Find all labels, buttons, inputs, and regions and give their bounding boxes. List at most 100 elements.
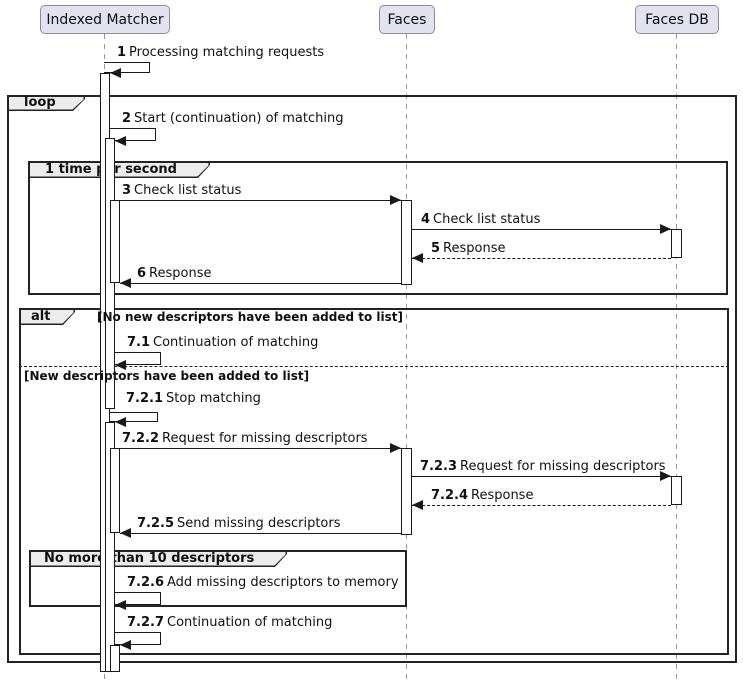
fragment-label-loop-text: loop xyxy=(24,95,56,110)
message-7-2-2-text: Request for missing descriptors xyxy=(162,431,368,446)
fragment-label-alt-text: alt xyxy=(31,309,51,324)
lifeline-faces-db xyxy=(676,34,677,681)
message-7-2-1-number: 7.2.1 xyxy=(126,391,164,406)
message-6-line xyxy=(120,283,401,284)
participant-box-faces: Faces xyxy=(379,5,435,34)
message-7-2-1-self-arrow xyxy=(110,412,158,422)
message-7-2-5-line xyxy=(120,533,401,534)
fragment-label-limit-text: No more than 10 descriptors xyxy=(44,551,255,566)
message-7-2-1-text: Stop matching xyxy=(166,391,261,406)
message-7-2-7-text: Continuation of matching xyxy=(167,615,333,630)
message-2-text: Start (continuation) of matching xyxy=(134,111,344,126)
message-7-2-5-number: 7.2.5 xyxy=(137,516,175,531)
message-3-line xyxy=(115,200,401,201)
message-3-number: 3 xyxy=(122,183,132,198)
message-7-2-3-line xyxy=(412,476,671,477)
message-1-self-arrow xyxy=(104,62,150,73)
message-7-2-4-arrowhead xyxy=(412,500,423,510)
message-7-2-6-arrowhead xyxy=(115,600,126,610)
message-7-2-6-number: 7.2.6 xyxy=(127,575,165,590)
fragment-label-alt: alt xyxy=(19,308,75,325)
message-7-2-3-text: Request for missing descriptors xyxy=(460,459,666,474)
message-7-1-self-arrow xyxy=(115,352,161,365)
message-2-number: 2 xyxy=(122,111,132,126)
activation-faces-1 xyxy=(401,200,412,285)
message-7-1-number: 7.1 xyxy=(127,335,151,350)
message-5-text: Response xyxy=(443,241,506,256)
activation-indexed-matcher-3 xyxy=(110,200,120,283)
participant-box-faces-db: Faces DB xyxy=(635,5,719,34)
fragment-label-limit-fill xyxy=(31,552,286,566)
message-4-line xyxy=(412,229,671,230)
fragment-label-no-more-than-10: No more than 10 descriptors xyxy=(29,550,287,567)
message-6-text: Response xyxy=(149,266,212,281)
message-7-2-6-text: Add missing descriptors to memory xyxy=(167,575,399,590)
message-7-2-4-text: Response xyxy=(471,488,534,503)
fragment-label-alt-fill xyxy=(21,310,74,324)
message-1-text: Processing matching requests xyxy=(129,45,325,60)
message-1-arrowhead xyxy=(110,68,121,78)
message-7-2-2-number: 7.2.2 xyxy=(122,431,160,446)
participant-label-faces-db: Faces DB xyxy=(645,11,709,28)
message-7-2-3-number: 7.2.3 xyxy=(420,459,458,474)
activation-faces-db-2 xyxy=(671,476,682,505)
activation-faces-2 xyxy=(401,448,412,535)
message-1-number: 1 xyxy=(117,45,127,60)
message-7-2-2-arrowhead xyxy=(390,443,401,453)
alt-divider xyxy=(19,366,729,367)
message-7-1-text: Continuation of matching xyxy=(153,335,319,350)
fragment-1-time-per-second xyxy=(28,161,728,295)
activation-faces-db-1 xyxy=(671,229,682,258)
message-4-text: Check list status xyxy=(433,212,541,227)
participant-box-indexed-matcher: Indexed Matcher xyxy=(40,5,170,34)
message-5-number: 5 xyxy=(431,241,441,256)
message-7-2-1-arrowhead xyxy=(115,417,126,427)
fragment-label-timer-fill xyxy=(30,163,209,177)
fragment-loop xyxy=(7,95,737,663)
message-5-arrowhead xyxy=(412,253,423,263)
message-2-arrowhead xyxy=(115,136,126,146)
message-3-text: Check list status xyxy=(134,183,242,198)
message-4-number: 4 xyxy=(421,212,431,227)
message-2-self-arrow xyxy=(110,128,156,141)
message-7-2-5-text: Send missing descriptors xyxy=(177,516,341,531)
message-7-2-7-number: 7.2.7 xyxy=(127,615,165,630)
participant-label-indexed-matcher: Indexed Matcher xyxy=(46,11,164,28)
message-6-arrowhead xyxy=(120,278,131,288)
message-7-1-arrowhead xyxy=(115,360,126,370)
message-7-2-4-line xyxy=(412,505,671,506)
activation-indexed-matcher-5 xyxy=(110,645,120,672)
fragment-label-1-time-per-second: 1 time per second xyxy=(28,161,210,178)
fragment-alt xyxy=(19,308,729,655)
fragment-label-loop: loop xyxy=(7,95,85,111)
message-5-line xyxy=(412,258,671,259)
message-7-2-6-self-arrow xyxy=(115,592,161,605)
message-3-arrowhead xyxy=(390,195,401,205)
message-7-2-5-arrowhead xyxy=(120,528,131,538)
message-7-2-4-number: 7.2.4 xyxy=(431,488,469,503)
alt-guard-2: [New descriptors have been added to list… xyxy=(24,369,310,383)
message-7-2-7-self-arrow xyxy=(115,632,161,645)
message-7-2-2-line xyxy=(115,448,401,449)
message-7-2-7-arrowhead xyxy=(120,640,131,650)
message-7-2-3-arrowhead xyxy=(660,471,671,481)
message-6-number: 6 xyxy=(137,266,147,281)
participant-label-faces: Faces xyxy=(387,11,427,28)
alt-guard-1: [No new descriptors have been added to l… xyxy=(97,310,404,324)
activation-indexed-matcher-4 xyxy=(110,448,120,533)
